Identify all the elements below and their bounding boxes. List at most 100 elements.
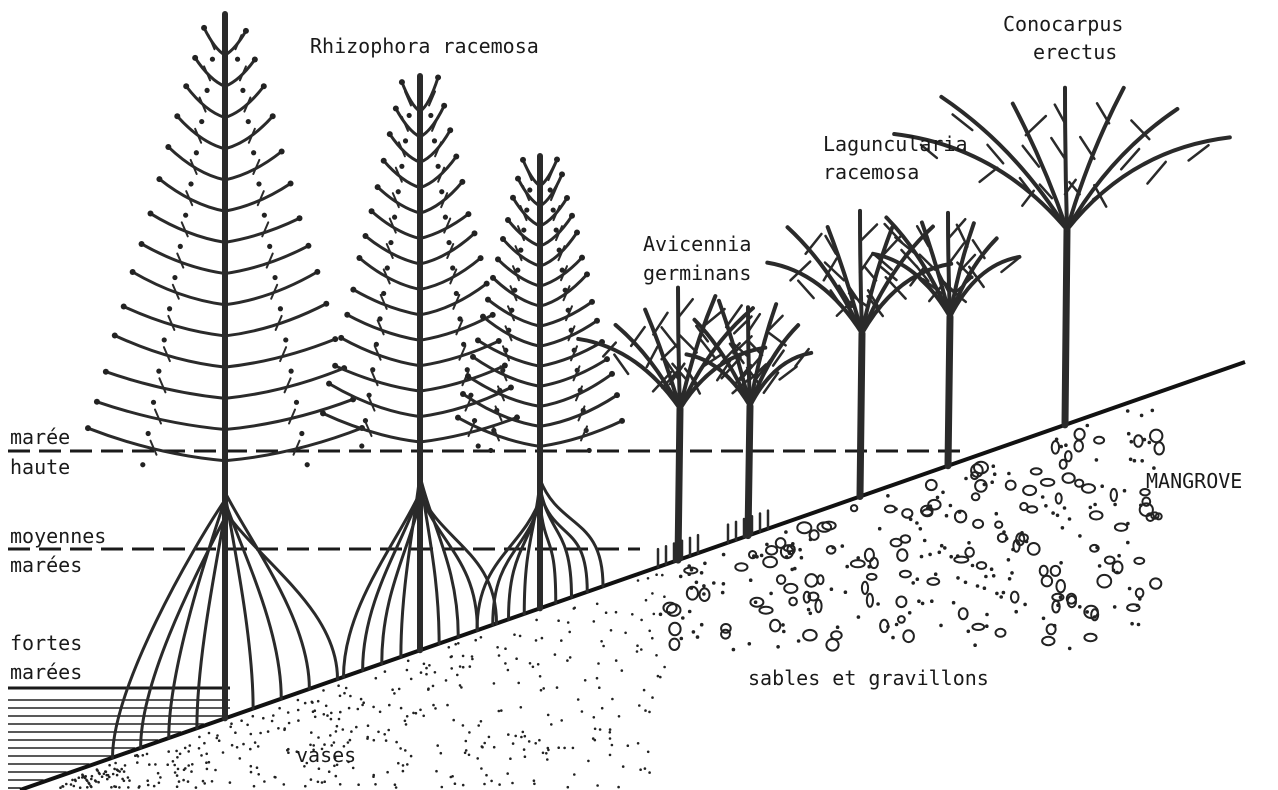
pebble xyxy=(1074,441,1083,452)
gravel-dot xyxy=(1127,432,1131,436)
pebble xyxy=(1047,624,1056,634)
mud-dot xyxy=(342,728,345,731)
gravel-dot xyxy=(1044,504,1048,508)
mud-dot xyxy=(393,692,396,695)
mud-dot xyxy=(105,774,108,777)
gravel-dot xyxy=(1068,647,1072,651)
mud-dot xyxy=(622,765,625,768)
species-label-avicennia-line1: Avicennia xyxy=(643,232,751,256)
mud-dot xyxy=(428,664,431,667)
gravel-dot xyxy=(1002,591,1006,595)
mud-dot xyxy=(167,750,170,753)
mud-dot xyxy=(273,776,276,779)
pebble xyxy=(1111,489,1117,501)
gravel-dot xyxy=(797,639,801,643)
gravel-dot xyxy=(1130,440,1134,444)
gravel-dot xyxy=(1126,541,1130,545)
mud-dot xyxy=(91,775,94,778)
gravel-dot xyxy=(695,581,699,585)
gravel-dot xyxy=(748,642,752,646)
species-label-rhizophora: Rhizophora racemosa xyxy=(310,34,539,58)
mud-dot xyxy=(410,755,413,758)
gravel-dot xyxy=(1093,503,1097,507)
mud-dot xyxy=(550,723,553,726)
pebble xyxy=(1065,451,1072,461)
mud-dot xyxy=(448,646,451,649)
gravel-dot xyxy=(990,480,994,484)
pebble xyxy=(805,574,817,587)
mud-dot xyxy=(631,613,634,616)
species-label-conocarpus-line2: erectus xyxy=(1033,40,1117,64)
mud-dot xyxy=(297,719,300,722)
mud-dot xyxy=(615,611,618,614)
mud-dot xyxy=(452,719,455,722)
mud-dot xyxy=(471,658,474,661)
mud-dot xyxy=(647,751,650,754)
gravel-dot xyxy=(1117,554,1121,558)
gravel-dot xyxy=(702,592,706,596)
mud-dot xyxy=(222,751,225,754)
mud-dot xyxy=(468,754,471,757)
mud-dot xyxy=(566,659,569,662)
mud-dot xyxy=(337,684,340,687)
pebble xyxy=(995,522,1002,528)
gravel-dot xyxy=(1123,489,1127,493)
pebble xyxy=(1051,566,1060,576)
rhizophora-tree-1 xyxy=(85,14,365,758)
gravel-dot xyxy=(755,555,759,559)
gravel-dot xyxy=(967,630,971,634)
mud-dot xyxy=(627,744,630,747)
substrate-label-sand: sables et gravillons xyxy=(748,666,989,690)
gravel-dot xyxy=(923,539,927,543)
mud-dot xyxy=(398,688,401,691)
mud-dot xyxy=(136,761,139,764)
mud-dot xyxy=(520,736,523,739)
mud-dot xyxy=(182,779,185,782)
mud-dot xyxy=(450,655,453,658)
gravel-dot xyxy=(938,551,942,555)
mud-dot xyxy=(557,619,560,622)
gravel-dot xyxy=(1113,605,1117,609)
mud-dot xyxy=(402,764,405,767)
gravel-dot xyxy=(985,613,989,617)
mud-dot xyxy=(78,776,81,779)
pebble xyxy=(804,592,810,603)
gravel-dot xyxy=(722,553,726,557)
mud-dot xyxy=(216,734,219,737)
rhizophora-tree-3 xyxy=(455,156,625,630)
species-label-avicennia-line2: germinans xyxy=(643,261,751,285)
mud-dot xyxy=(498,710,501,713)
mud-dot xyxy=(507,733,510,736)
mud-dot xyxy=(200,754,203,757)
pebble xyxy=(1105,557,1115,564)
mud-dot xyxy=(469,665,472,668)
mud-dot xyxy=(277,727,280,730)
gravel-dot xyxy=(1128,587,1132,591)
pebble xyxy=(1031,468,1042,474)
mud-dot xyxy=(175,750,178,753)
mud-dot xyxy=(74,780,77,783)
mud-dot xyxy=(644,767,647,770)
mud-dot xyxy=(476,757,479,760)
pebble xyxy=(1040,566,1048,576)
pebble xyxy=(1082,484,1095,493)
mud-dot xyxy=(405,723,408,726)
mud-dot xyxy=(596,784,599,787)
mud-dot xyxy=(504,662,507,665)
mud-dot xyxy=(611,744,614,747)
pebble xyxy=(818,575,824,584)
mud-dot xyxy=(177,768,180,771)
mud-dot xyxy=(498,783,501,786)
mud-dot xyxy=(287,748,290,751)
mud-dot xyxy=(538,739,541,742)
mud-dot xyxy=(427,688,430,691)
mud-dot xyxy=(178,780,181,783)
mud-dot xyxy=(569,656,572,659)
mud-dot xyxy=(357,783,360,786)
mud-dot xyxy=(535,639,538,642)
gravel-dot xyxy=(1089,506,1093,510)
mud-dot xyxy=(425,667,428,670)
mud-dot xyxy=(483,783,486,786)
mud-dot xyxy=(493,682,496,685)
gravel-dot xyxy=(1042,617,1046,621)
